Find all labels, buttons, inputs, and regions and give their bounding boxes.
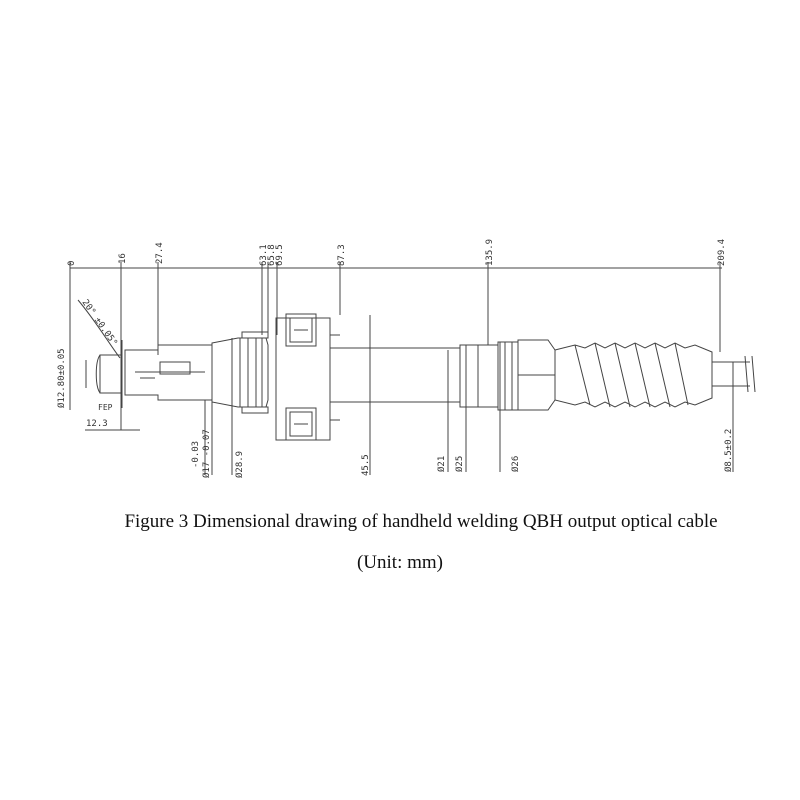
- screw-top: [285, 313, 317, 347]
- dim-45-5: 45.5: [361, 454, 371, 476]
- dim-diameter-26: Ø26: [510, 456, 521, 472]
- dim-209-4: 209.4: [717, 239, 727, 266]
- dim-135-9: 135.9: [485, 239, 495, 266]
- label-fep: FEP: [98, 403, 113, 412]
- coupling-nut: [497, 341, 519, 411]
- screw-bottom: [285, 407, 317, 441]
- output-cable: [712, 361, 750, 387]
- figure-caption: Figure 3 Dimensional drawing of handheld…: [124, 511, 718, 532]
- dim-diameter-28-9: Ø28.9: [234, 451, 245, 478]
- angle-arc: [77, 299, 121, 359]
- fiber-tip: [99, 354, 123, 394]
- mounting-flange: [275, 317, 331, 441]
- spring-strain-relief: [554, 342, 713, 408]
- dim-tolerance-upper: -0.03: [191, 441, 201, 468]
- cable-body: [330, 347, 461, 403]
- dim-0: 0: [67, 261, 77, 266]
- dim-12-3: 12.3: [86, 419, 108, 429]
- dim-27-4: 27.4: [155, 242, 165, 264]
- dim-69-5: 69.5: [275, 244, 285, 266]
- dim-angle: 20° ±0.05°: [80, 298, 119, 348]
- dim-diameter-25: Ø25: [454, 456, 465, 472]
- dim-diameter-17: Ø17 -0.07: [201, 429, 212, 478]
- dim-63-1: 63.1: [259, 244, 269, 266]
- dim-16: 16: [118, 253, 128, 264]
- dim-diameter-12-80: Ø12.80±0.05: [56, 348, 67, 408]
- dim-diameter-21: Ø21: [436, 456, 447, 472]
- unit-note: (Unit: mm): [356, 552, 444, 573]
- dim-diameter-8-5: Ø8.5±0.2: [723, 429, 734, 472]
- dim-65-8: 65.8: [267, 244, 277, 266]
- dim-87-3: 87.3: [337, 244, 347, 266]
